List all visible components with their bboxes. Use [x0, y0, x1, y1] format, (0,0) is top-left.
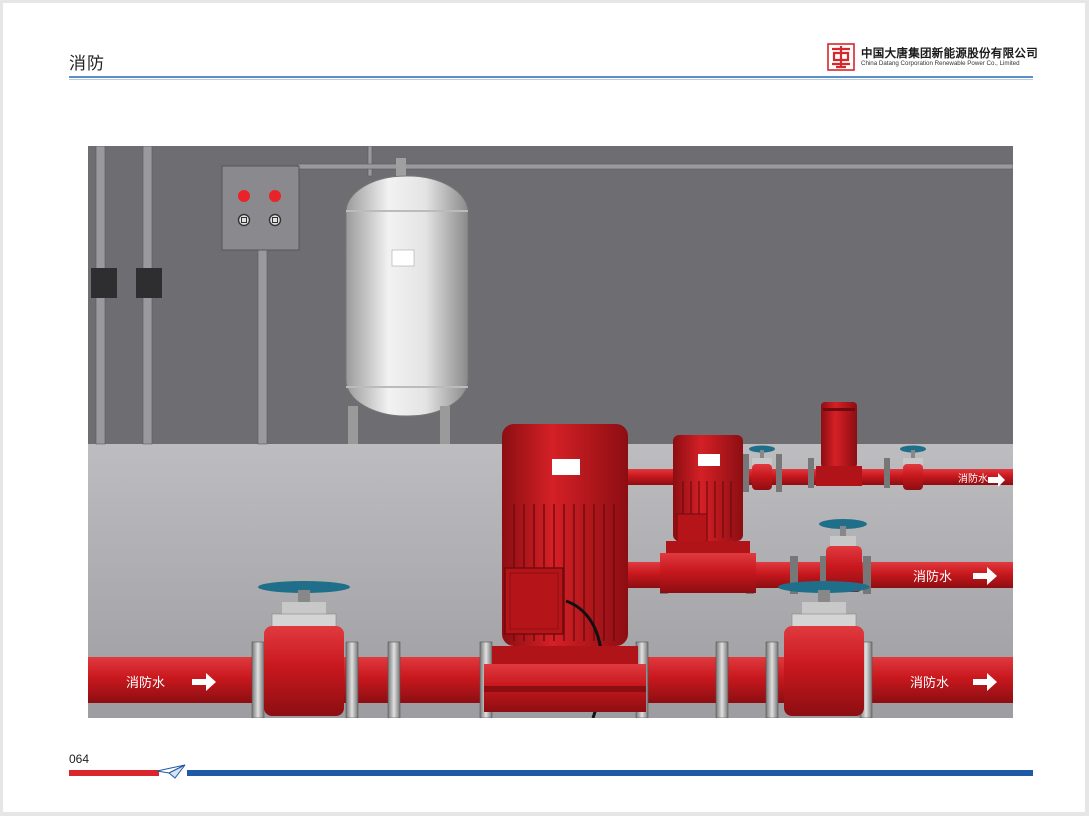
- footer-bar: [69, 764, 1033, 779]
- logo-name-en: China Datang Corporation Renewable Power…: [861, 60, 1020, 67]
- main-pump-nameplate: [552, 459, 580, 475]
- main-pump-terminal-box: [504, 567, 564, 635]
- fire-pump-room-illustration: 消防水: [88, 146, 1013, 718]
- conduit-box-2: [136, 268, 162, 298]
- booster-pump: [660, 435, 756, 593]
- pipe-label-middle: 消防水: [913, 569, 952, 585]
- header-rule: [69, 76, 1033, 78]
- switch-knob-1: [237, 213, 251, 227]
- upper-valve-right: [900, 445, 926, 490]
- jockey-pump: [816, 402, 862, 486]
- indicator-light-2: [269, 190, 281, 202]
- upper-valve-left: [749, 445, 775, 490]
- indicator-light-1: [238, 190, 250, 202]
- control-panel: [221, 165, 300, 251]
- main-gate-valve-right: [778, 581, 870, 716]
- logo-name-cn: 中国大唐集团新能源股份有限公司: [861, 48, 1038, 60]
- main-fire-pump: [484, 424, 646, 718]
- footer-blue-stripe: [187, 770, 1033, 776]
- pipe-label-upper: 消防水: [958, 472, 988, 485]
- header-rule-thin: [69, 79, 1033, 80]
- middle-gate-valve: [819, 519, 867, 592]
- flow-arrow-middle: [973, 567, 997, 585]
- flow-arrow-upper: [988, 473, 1005, 487]
- booster-pump-terminal-box: [676, 513, 708, 543]
- pipe-label-main-right: 消防水: [910, 675, 949, 691]
- tank-nameplate: [391, 249, 415, 267]
- page-number: 064: [69, 752, 90, 766]
- pipe-label-main-left: 消防水: [126, 675, 165, 691]
- flow-arrow-main-right: [973, 673, 997, 691]
- footer-red-stripe: [69, 770, 159, 776]
- page: 消防 中国大唐集团新能源股份有限公司 China Datang Corporat…: [3, 3, 1085, 812]
- booster-pump-nameplate: [698, 454, 720, 466]
- switch-knob-2: [268, 213, 282, 227]
- conduit-box-1: [91, 268, 117, 298]
- datang-seal-icon: [827, 43, 855, 71]
- company-logo: 中国大唐集团新能源股份有限公司 China Datang Corporation…: [827, 43, 1038, 73]
- pressure-tank: [345, 158, 469, 444]
- page-title: 消防: [69, 54, 105, 73]
- paper-plane-icon: [156, 764, 186, 779]
- flow-arrow-main-left: [192, 673, 216, 691]
- main-gate-valve-left: [258, 581, 350, 716]
